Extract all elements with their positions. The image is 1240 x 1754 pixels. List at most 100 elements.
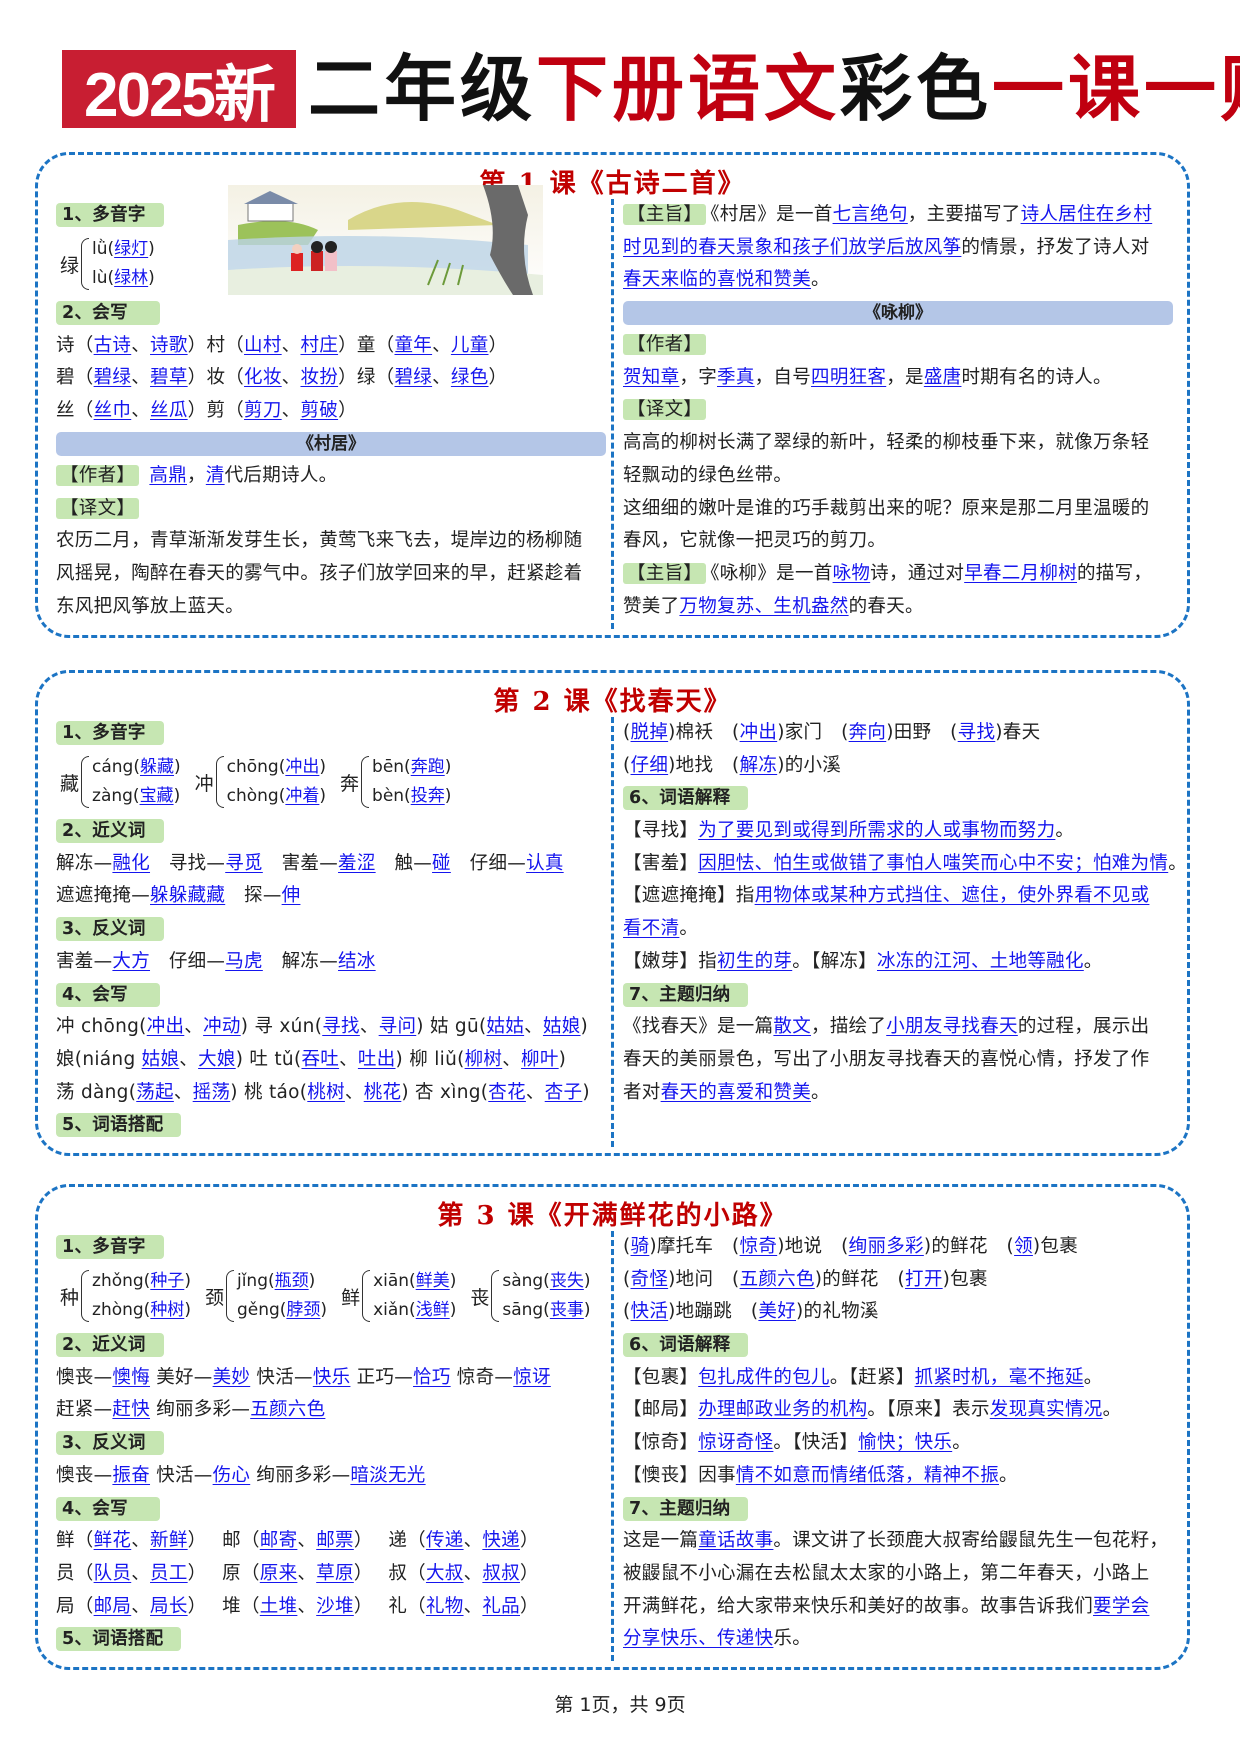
polyphone-char: 丧 [470,1286,490,1309]
text: )春天 [995,722,1041,743]
answer-underlined: 碧绿 [93,367,132,389]
answer-underlined: 懊悔 [112,1366,151,1388]
text: 寻找— [150,852,226,874]
answer-underlined: 骑 [630,1236,650,1257]
text: 懊丧— [56,1366,113,1388]
text: ， [187,464,206,486]
text: ) [580,1016,589,1038]
text: 、 [502,1048,522,1070]
section-heading-row: 5、词语搭配 [56,1623,606,1656]
answer-underlined: 分享快乐、传递快 [623,1628,774,1650]
text-line: 轻飘动的绿色丝带。 [623,460,1173,493]
text: ） 递（ [353,1530,426,1552]
text: ） 礼（ [353,1595,426,1617]
text-line: 【作者】 高鼎，清代后期诗人。 [56,460,606,493]
text-line: 贺知章，字季真，自号四明狂客，是盛唐时期有名的诗人。 [623,362,1173,395]
label-tag: 【作者】 [56,464,140,486]
answer-underlined: 包扎成件的包儿 [698,1366,830,1388]
text-line: 高高的柳树长满了翠绿的新叶，轻柔的柳枝垂下来，就像万条轻 [623,427,1173,460]
text: 遮遮掩掩— [56,885,151,907]
section-heading: 4、会写 [56,982,160,1007]
text: ) 寻 xún( [240,1016,323,1038]
text: )家门 ( [777,722,849,743]
polyphone-char: 藏 [60,772,80,795]
text: 触— [375,852,433,874]
text: 快活— [250,1366,313,1388]
section-heading: 5、词语搭配 [56,1113,182,1138]
reading: chōng(冲出) [227,753,326,782]
text-line: 【邮局】办理邮政业务的机构。【原来】表示发现真实情况。 [623,1394,1173,1427]
answer-underlined: 春天的喜爱和赞美 [660,1081,812,1103]
text: ) 姑 gū( [416,1016,487,1038]
answer-underlined: 诗歌 [150,334,188,356]
answer-underlined: 剪刀 [244,400,282,422]
answer-underlined: 解冻 [739,754,778,776]
column-divider [611,1231,614,1661]
text: ) [444,786,452,807]
answer-underlined: 结冰 [338,950,376,972]
text-line: 【作者】 [623,329,1173,362]
section-heading: 5、词语搭配 [56,1627,182,1652]
text: 绚丽多彩— [150,1399,251,1421]
text: 【懊丧】因事 [623,1464,736,1486]
answer-underlined: 大叔 [425,1562,464,1584]
text: ( [623,754,631,776]
poem-title-bar: 《咏柳》 [623,301,1173,326]
text-line: 被鼹鼠不小心漏在去松鼠太太家的小路上，第二年春天，小路上 [623,1558,1173,1591]
text: 、 [184,1016,204,1038]
text-line: 【遮遮掩掩】指用物体或某种方式挡住、遮住，使外界看不见或 [623,880,1173,913]
text: )地说 ( [777,1236,849,1257]
text: ( [623,1301,631,1323]
text: 的情景，抒发了诗人对 [961,236,1150,258]
brace-icon [81,756,90,809]
text: )包裹 [1032,1236,1079,1257]
answer-underlined: 奇怪 [630,1268,669,1290]
readings: lǜ(绿灯)lù(绿林) [92,235,155,293]
answer-underlined: 伸 [281,885,301,907]
right-column: (脱掉)棉袄 (冲出)家门 (奔向)田野 (寻找)春天(仔细)地找 (解冻)的小… [623,717,1187,1109]
text: 诗，通过对 [870,562,965,584]
text: 。 [999,1464,1018,1486]
text-line: 赶紧—赶快 绚丽多彩—五颜六色 [56,1394,606,1427]
brace-icon [81,1270,90,1323]
answer-underlined: 绿灯 [114,239,149,260]
section-heading: 7、主题归纳 [623,1496,749,1521]
answer-underlined: 童年 [394,334,433,356]
text-line: 遮遮掩掩—躲躲藏藏 探—伸 [56,880,606,913]
readings: zhǒng(种子)zhòng(种树) [92,1267,191,1325]
year-badge: 2025新 [62,50,296,130]
text-line: (仔细)地找 (解冻)的小溪 [623,750,1173,783]
text: ) [444,757,452,778]
text: 美好— [150,1366,213,1388]
page-title: 二年级下册语文彩色一课一贴 [308,44,1240,134]
text: 春风，它就像一把灵巧的剪刀。 [623,530,887,552]
text-line: 【惊奇】惊讶奇怪。【快活】愉快；快乐。 [623,1427,1173,1460]
text-line: 【懊丧】因事情不如意而情绪低落，精神不振。 [623,1460,1173,1493]
answer-underlined: 恰巧 [413,1366,451,1388]
text: )摩托车 ( [649,1236,740,1257]
answer-underlined: 羞涩 [338,852,376,874]
answer-underlined: 贺知章 [623,366,680,388]
section-heading-row: 4、会写 [56,979,606,1012]
text: ） 邮（ [187,1530,260,1552]
answer-underlined: 草原 [316,1562,354,1584]
answer-underlined: 新鲜 [150,1530,188,1552]
answer-underlined: 美妙 [212,1366,251,1388]
section-heading: 2、会写 [56,301,160,326]
page-number: 第 1页，共 9页 [554,1694,686,1716]
answer-underlined: 丝瓜 [150,400,188,422]
answer-underlined: 桃树 [307,1081,345,1103]
answer-underlined: 暗淡无光 [350,1464,426,1486]
answer-underlined: 化妆 [244,367,282,389]
text: 娘(niáng [56,1048,142,1070]
text: 的过程，展示出 [1017,1016,1150,1038]
text: 【害羞】 [623,852,699,874]
answer-underlined: 种树 [150,1300,185,1321]
answer-underlined: 绿林 [114,268,149,289]
readings: chōng(冲出)chòng(冲着) [227,753,326,811]
text-line: 《找春天》是一篇散文，描绘了小朋友寻找春天的过程，展示出 [623,1011,1173,1044]
